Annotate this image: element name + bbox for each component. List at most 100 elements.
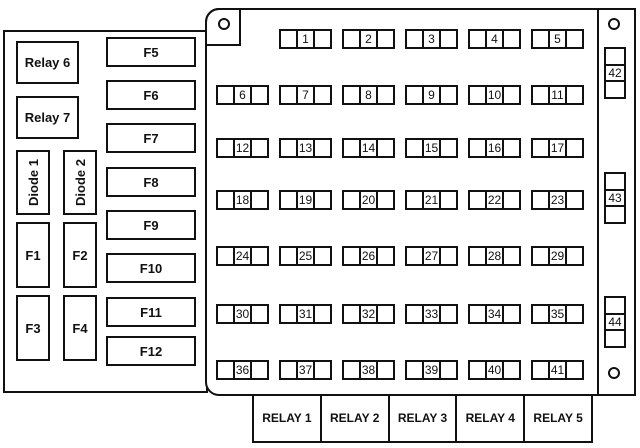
fuse-29[interactable]: 29 [531,246,584,266]
fuse-20[interactable]: 20 [342,190,395,210]
fuse-number: 8 [361,87,378,103]
relay-5[interactable]: RELAY 5 [533,410,583,425]
fuse-44[interactable]: 44 [604,296,626,348]
relay-7[interactable]: Relay 7 [16,96,79,139]
fuse-9[interactable]: 9 [405,85,458,105]
fuse-terminal [218,192,235,208]
diode-1[interactable]: Diode 1 [16,150,50,215]
fuse-2[interactable]: 2 [342,29,395,49]
fuse-terminal [344,248,361,264]
fuse-37[interactable]: 37 [279,360,332,380]
fuse-42[interactable]: 42 [604,47,626,99]
fuse-label: F11 [140,304,162,320]
fuse-13[interactable]: 13 [279,138,332,158]
fuse-terminal [344,87,361,103]
fuse-f6[interactable]: F6 [106,80,196,110]
fuse-4[interactable]: 4 [468,29,521,49]
fuse-label: F3 [25,320,41,336]
fuse-number: 26 [361,248,378,264]
fuse-25[interactable]: 25 [279,246,332,266]
fuse-41[interactable]: 41 [531,360,584,380]
fuse-terminal [504,140,519,156]
fuse-terminal [441,306,456,322]
fuse-11[interactable]: 11 [531,85,584,105]
fuse-number: 37 [298,362,315,378]
relay-4[interactable]: RELAY 4 [457,394,526,441]
fuse-number: 21 [424,192,441,208]
fuse-28[interactable]: 28 [468,246,521,266]
fuse-1[interactable]: 1 [279,29,332,49]
fuse-f2[interactable]: F2 [63,222,97,288]
fuse-terminal [470,192,487,208]
fuse-number: 38 [361,362,378,378]
fuse-number: 6 [235,87,252,103]
fuse-10[interactable]: 10 [468,85,521,105]
relay-2[interactable]: RELAY 2 [322,394,390,441]
fuse-number: 3 [424,31,441,47]
fuse-43[interactable]: 43 [604,172,626,224]
fuse-3[interactable]: 3 [405,29,458,49]
diode-2[interactable]: Diode 2 [63,150,97,215]
fuse-27[interactable]: 27 [405,246,458,266]
fuse-terminal [281,31,298,47]
fuse-34[interactable]: 34 [468,304,521,324]
fuse-23[interactable]: 23 [531,190,584,210]
fuse-terminal [252,140,267,156]
fuse-19[interactable]: 19 [279,190,332,210]
fuse-33[interactable]: 33 [405,304,458,324]
fuse-6[interactable]: 6 [216,85,269,105]
fuse-number: 22 [487,192,504,208]
fuse-terminal [315,192,330,208]
fuse-f3[interactable]: F3 [16,295,50,361]
fuse-14[interactable]: 14 [342,138,395,158]
fuse-38[interactable]: 38 [342,360,395,380]
fuse-f12[interactable]: F12 [106,336,196,366]
fuse-terminal [606,49,624,66]
fuse-f1[interactable]: F1 [16,222,50,288]
fuse-f10[interactable]: F10 [106,253,196,283]
fuse-32[interactable]: 32 [342,304,395,324]
fuse-terminal [441,87,456,103]
fuse-5[interactable]: 5 [531,29,584,49]
fuse-16[interactable]: 16 [468,138,521,158]
fuse-f11[interactable]: F11 [106,297,196,327]
fuse-terminal [567,140,582,156]
relay-1[interactable]: RELAY 1 [254,394,322,441]
fuse-36[interactable]: 36 [216,360,269,380]
relay-6[interactable]: Relay 6 [16,41,79,84]
fuse-number: 14 [361,140,378,156]
fuse-f8[interactable]: F8 [106,167,196,197]
fuse-7[interactable]: 7 [279,85,332,105]
fuse-terminal [504,87,519,103]
fuse-f9[interactable]: F9 [106,210,196,240]
fuse-terminal [407,87,424,103]
fuse-30[interactable]: 30 [216,304,269,324]
fuse-18[interactable]: 18 [216,190,269,210]
fuse-35[interactable]: 35 [531,304,584,324]
fuse-number: 40 [487,362,504,378]
fuse-21[interactable]: 21 [405,190,458,210]
fuse-8[interactable]: 8 [342,85,395,105]
fuse-22[interactable]: 22 [468,190,521,210]
fuse-39[interactable]: 39 [405,360,458,380]
fuse-26[interactable]: 26 [342,246,395,266]
fuse-terminal [281,362,298,378]
fuse-number: 5 [550,31,567,47]
fuse-12[interactable]: 12 [216,138,269,158]
fuse-terminal [441,248,456,264]
fuse-terminal [344,362,361,378]
fuse-f7[interactable]: F7 [106,123,196,153]
fuse-f5[interactable]: F5 [106,37,196,67]
fuse-number: 17 [550,140,567,156]
fuse-terminal [344,140,361,156]
fuse-17[interactable]: 17 [531,138,584,158]
fuse-15[interactable]: 15 [405,138,458,158]
relay-3[interactable]: RELAY 3 [390,394,458,441]
fuse-number: 41 [550,362,567,378]
mount-hole-icon [608,18,620,30]
fuse-31[interactable]: 31 [279,304,332,324]
fuse-40[interactable]: 40 [468,360,521,380]
fuse-24[interactable]: 24 [216,246,269,266]
fuse-number: 30 [235,306,252,322]
fuse-f4[interactable]: F4 [63,295,97,361]
